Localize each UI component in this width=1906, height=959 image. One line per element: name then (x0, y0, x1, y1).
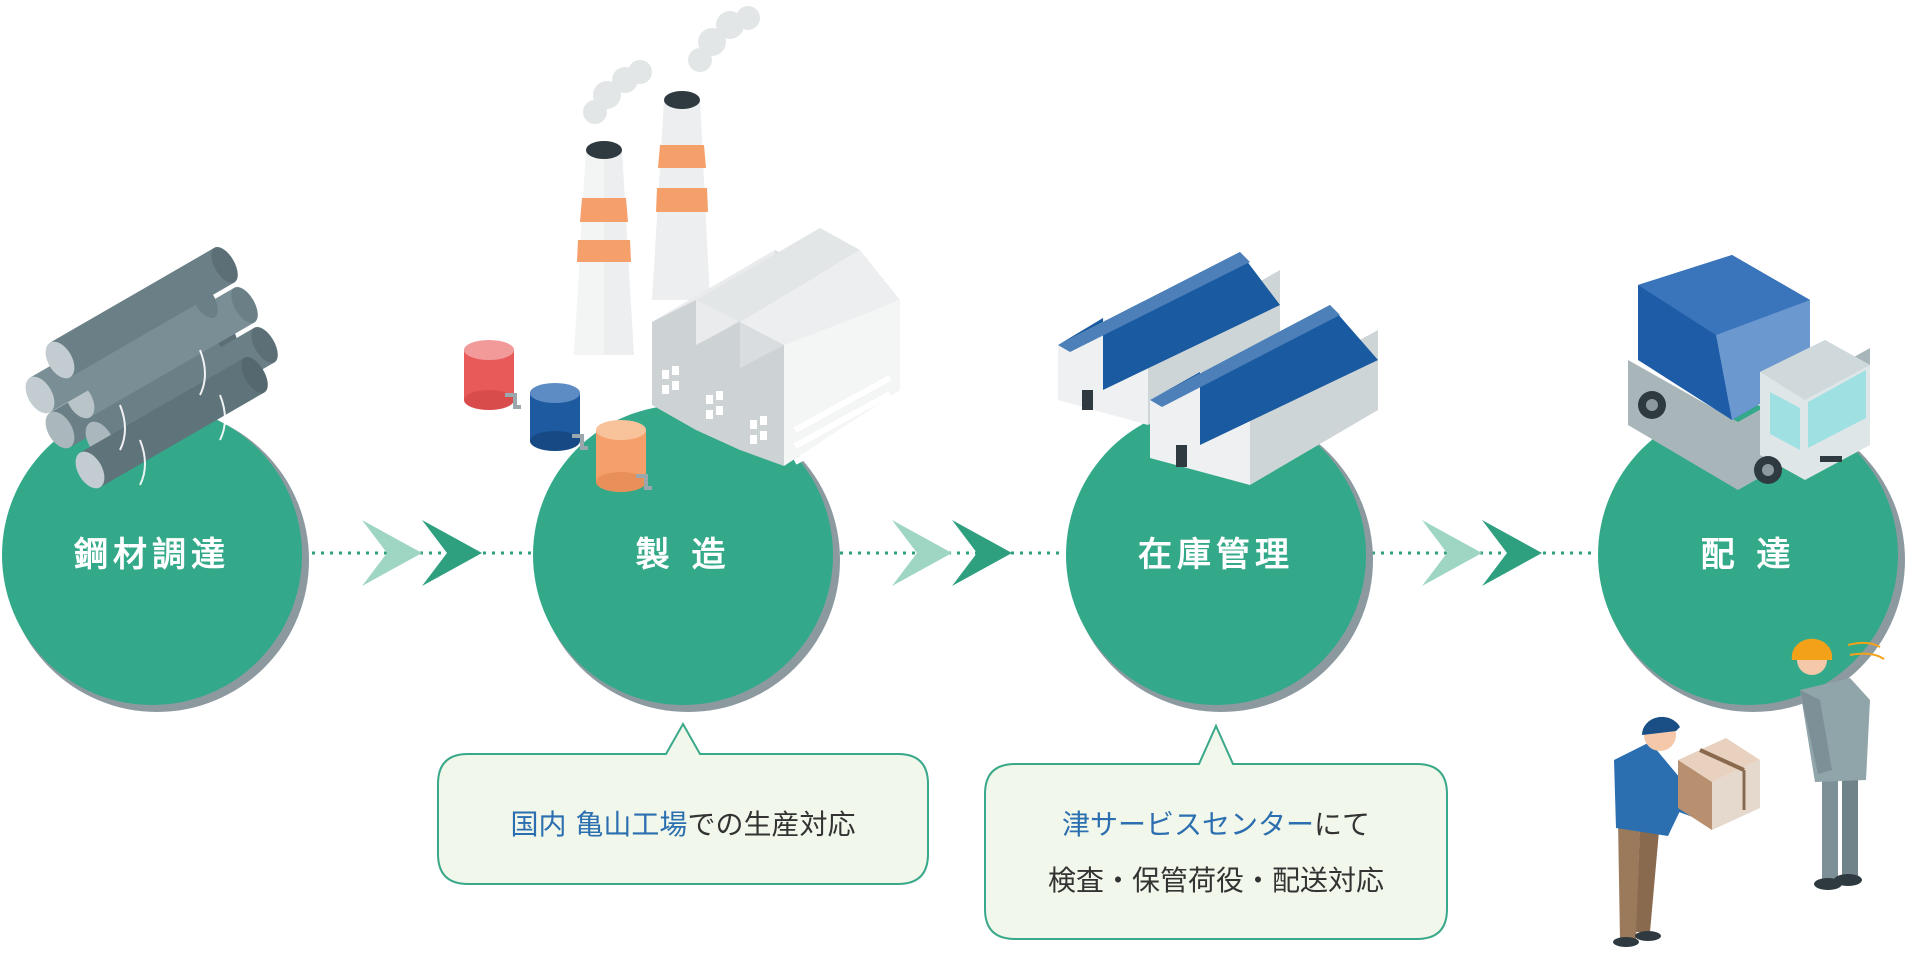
factory-icon (464, 6, 900, 492)
truck-icon (1628, 255, 1870, 490)
smoke-icon (583, 6, 760, 124)
callout-inventory: 津サービスセンターにて 検査・保管荷役・配送対応 (984, 723, 1448, 940)
step-label-delivery: 配 達 (1701, 535, 1796, 575)
warehouse-icon (1058, 252, 1378, 485)
tank-red-icon (464, 340, 521, 410)
step-circles (2, 405, 1905, 712)
tank-orange-icon (596, 420, 652, 492)
callout-inventory-line2: 検査・保管荷役・配送対応 (1048, 864, 1384, 897)
flow-arrows (362, 520, 1542, 586)
flow-arrow-2 (892, 520, 1012, 586)
delivery-workers-icon (1613, 638, 1885, 947)
step-inventory (1066, 405, 1373, 712)
receiving-worker-icon (1791, 638, 1885, 890)
step-procurement (2, 405, 309, 712)
flow-arrow-3 (1422, 520, 1542, 586)
callout-inventory-line1: 津サービスセンターにて (1062, 808, 1370, 841)
step-label-procurement: 鋼材調達 (74, 535, 230, 575)
callout-inventory-rest: にて (1314, 808, 1370, 841)
callout-inventory-highlight: 津サービスセンター (1062, 808, 1314, 841)
flow-arrow-1 (362, 520, 482, 586)
step-label-manufacturing: 製 造 (636, 535, 731, 575)
step-label-inventory: 在庫管理 (1138, 535, 1294, 575)
step-labels: 鋼材調達 製 造 在庫管理 配 達 (74, 535, 1796, 575)
tank-blue-icon (530, 383, 588, 451)
step-delivery (1598, 405, 1905, 712)
callout-manufacturing: 国内 亀山工場での生産対応 (437, 721, 929, 885)
package-box-icon (1678, 738, 1760, 830)
callout-manufacturing-text: 国内 亀山工場での生産対応 (511, 808, 856, 841)
callout-manufacturing-highlight: 国内 亀山工場 (511, 808, 688, 841)
callout-manufacturing-rest: での生産対応 (687, 808, 855, 841)
steel-pipes-icon (25, 246, 278, 489)
